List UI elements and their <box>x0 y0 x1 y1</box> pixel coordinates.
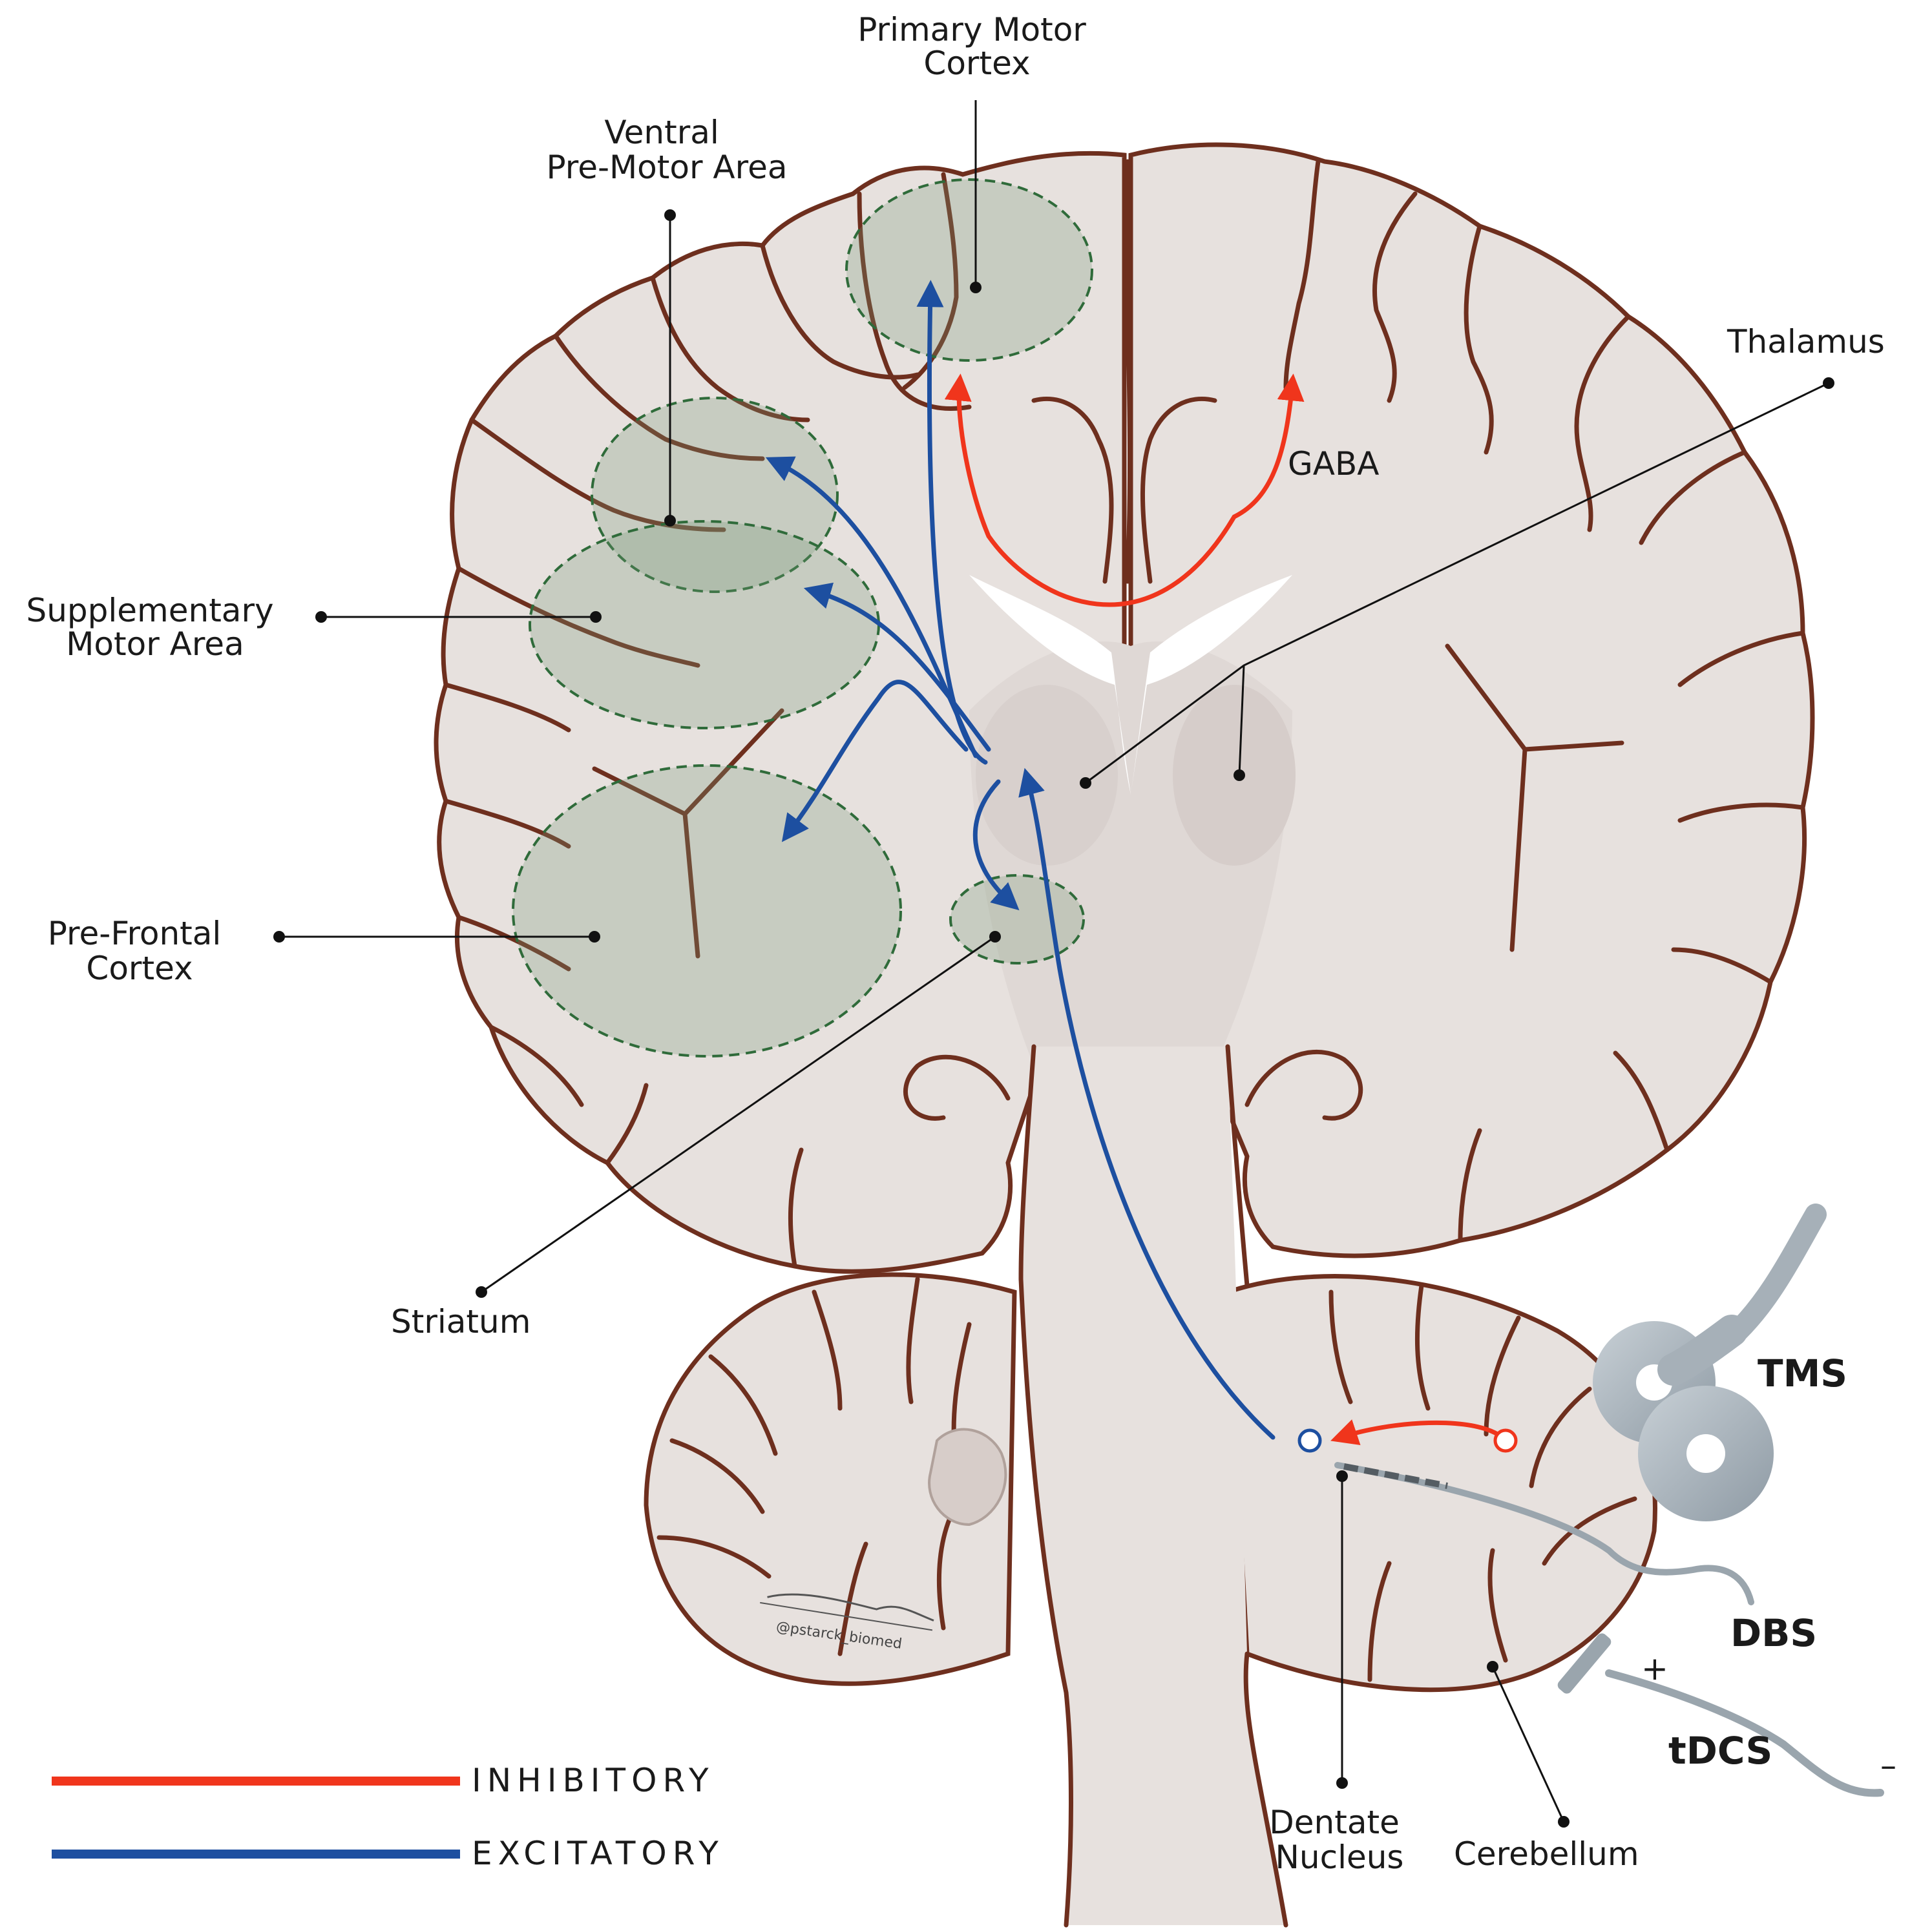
striatum-region[interactable] <box>949 874 1085 964</box>
label-dentate-nucleus: Dentate Nucleus <box>1269 1804 1409 1876</box>
label-supplementary-motor-area: Supplementary Motor Area <box>26 592 284 663</box>
label-primary-motor-cortex: Primary Motor Cortex <box>857 11 1097 82</box>
lateral-ventricle <box>969 575 1292 795</box>
label-striatum: Striatum <box>391 1303 530 1340</box>
label-thalamus: Thalamus <box>1727 323 1885 360</box>
label-ventral-premotor-area: Ventral Pre-Motor Area <box>547 114 788 186</box>
legend-excitatory-label: EXCITATORY <box>472 1835 724 1872</box>
label-tdcs-minus: – <box>1880 1747 1896 1784</box>
inhibitory-pathways <box>944 373 1518 1453</box>
cerebrum <box>434 142 1815 1274</box>
label-dbs: DBS <box>1730 1611 1817 1655</box>
tdcs-electrode[interactable] <box>1555 1631 1884 1797</box>
label-gaba: GABA <box>1288 445 1379 483</box>
dentate-excitatory-node <box>1297 1428 1322 1453</box>
label-tdcs: tDCS <box>1668 1729 1772 1773</box>
dbs-electrode[interactable] <box>1334 1462 1754 1605</box>
excitatory-pathways <box>765 280 1322 1453</box>
legend: INHIBITORY EXCITATORY <box>52 1762 724 1872</box>
label-tdcs-plus: + <box>1641 1650 1668 1687</box>
supplementary-motor-area-region[interactable] <box>529 520 880 729</box>
brainstem <box>1021 1047 1286 1925</box>
label-prefrontal-cortex: Pre-Frontal Cortex <box>48 915 231 987</box>
tms-coil[interactable] <box>1593 1204 1827 1521</box>
cerebellum-shape <box>644 1044 1657 1928</box>
cerebellar-inhibitory-node <box>1493 1428 1518 1453</box>
legend-inhibitory-label: INHIBITORY <box>472 1762 715 1799</box>
prefrontal-cortex-region[interactable] <box>512 764 902 1058</box>
label-cerebellum: Cerebellum <box>1454 1835 1639 1873</box>
ventral-premotor-area-region[interactable] <box>591 397 839 593</box>
leader-lines <box>273 100 1834 1828</box>
primary-motor-cortex-region[interactable] <box>845 178 1093 362</box>
label-tms: TMS <box>1758 1351 1847 1395</box>
